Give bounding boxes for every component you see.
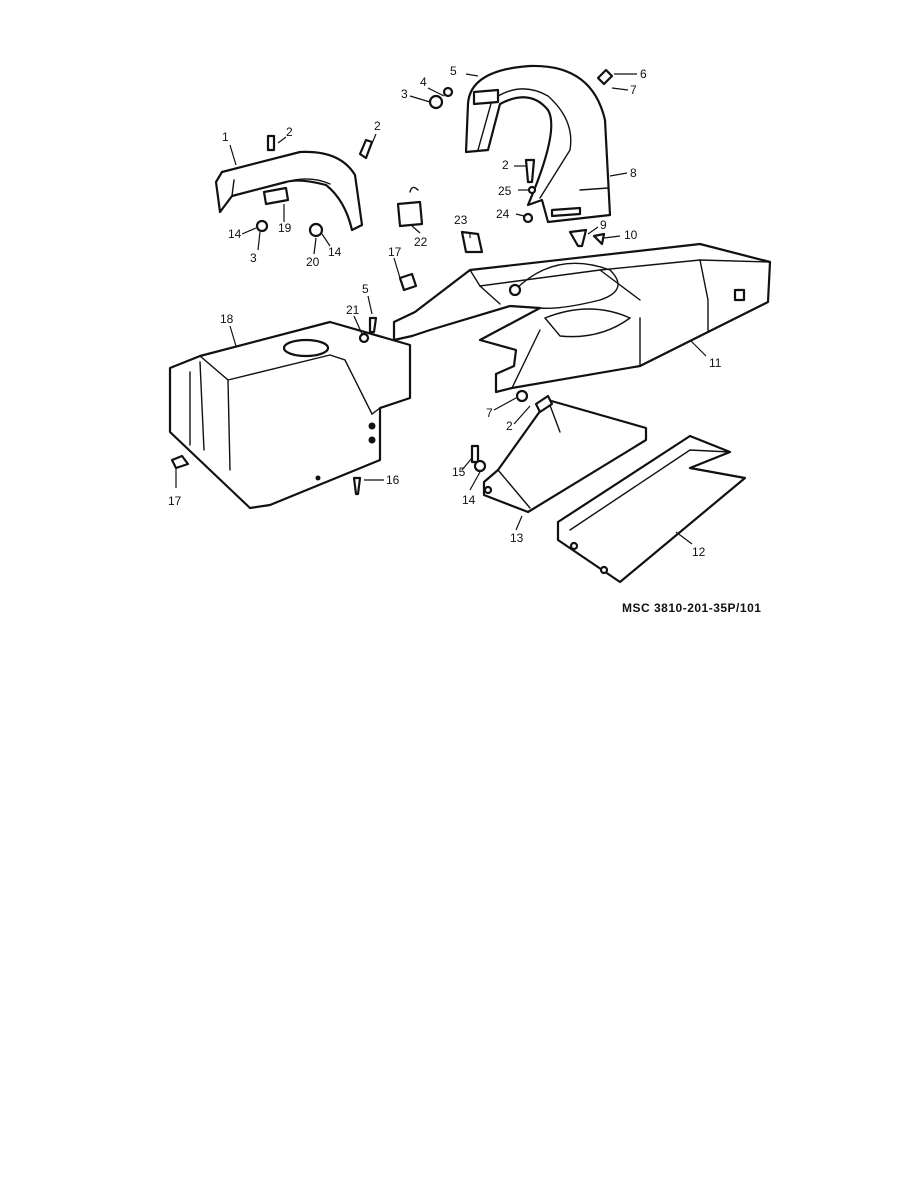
callout-18: 18 (220, 312, 234, 326)
callout-3: 3 (401, 87, 408, 101)
callout-2: 2 (374, 119, 381, 133)
callout-11: 11 (709, 356, 722, 370)
callout-5: 5 (362, 282, 369, 296)
callout-10: 10 (624, 228, 638, 242)
callout-9: 9 (600, 218, 607, 232)
callout-2: 2 (506, 419, 513, 433)
callout-13: 13 (510, 531, 524, 545)
callout-3: 3 (250, 251, 257, 265)
part-18-hood (168, 320, 412, 510)
part-1-fender (214, 150, 364, 232)
callout-21: 21 (346, 303, 360, 317)
callout-22: 22 (414, 235, 428, 249)
callout-19: 19 (278, 221, 292, 235)
callout-2: 2 (286, 125, 293, 139)
part-8-arched-guard (464, 64, 612, 224)
part-11-frame (392, 242, 772, 394)
callout-15: 15 (452, 465, 466, 479)
callout-17: 17 (168, 494, 182, 508)
part-13-plate (482, 398, 648, 514)
callout-14: 14 (462, 493, 476, 507)
callout-23: 23 (454, 213, 468, 227)
callout-5: 5 (450, 64, 457, 78)
callout-12: 12 (692, 545, 706, 559)
callout-14: 14 (228, 227, 242, 241)
callout-25: 25 (498, 184, 512, 198)
callout-20: 20 (306, 255, 320, 269)
part-12-panel (556, 434, 747, 584)
callout-4: 4 (420, 75, 427, 89)
callout-14: 14 (328, 245, 342, 259)
callouts: 1 2 2 5 4 3 6 7 8 2 25 24 9 10 23 22 14 … (168, 64, 722, 559)
callout-24: 24 (496, 207, 510, 221)
callout-7: 7 (486, 406, 493, 420)
part-19-block (262, 186, 290, 206)
hardware-pieces (170, 68, 614, 496)
callout-6: 6 (640, 67, 647, 81)
callout-16: 16 (386, 473, 400, 487)
leader-lines (175, 73, 707, 545)
callout-7: 7 (630, 83, 637, 97)
callout-8: 8 (630, 166, 637, 180)
figure-caption: MSC 3810-201-35P/101 (622, 601, 761, 615)
callout-1: 1 (222, 130, 229, 144)
callout-17: 17 (388, 245, 402, 259)
callout-2: 2 (502, 158, 509, 172)
